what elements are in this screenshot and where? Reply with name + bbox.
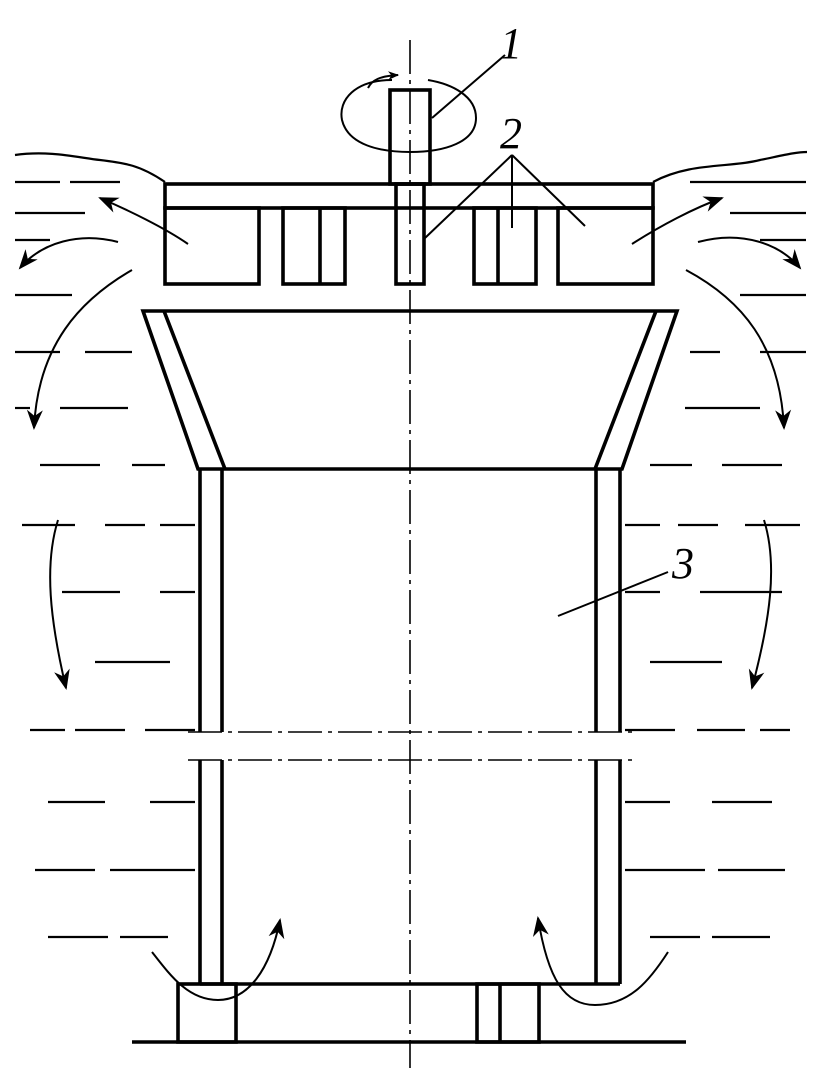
label-impeller-blades: 2 [500, 109, 522, 158]
label-draft-tube: 3 [671, 539, 694, 588]
flow-arrows [18, 196, 802, 1007]
label-shaft: 1 [500, 19, 522, 68]
impeller-blades [163, 206, 655, 286]
blade-outer-left [163, 206, 261, 286]
draft-tube-cone [140, 309, 680, 471]
blade-inner-left [281, 206, 347, 286]
rotation-arrow [340, 71, 478, 154]
water-surface [14, 150, 808, 183]
leader-lines [424, 54, 669, 617]
supports [132, 982, 686, 1044]
impeller-disc [163, 182, 655, 210]
water-hatching [15, 180, 806, 939]
support-left [176, 982, 238, 1044]
blade-outer-right [556, 206, 655, 286]
support-right [475, 982, 541, 1044]
blade-inner-right [472, 206, 538, 286]
